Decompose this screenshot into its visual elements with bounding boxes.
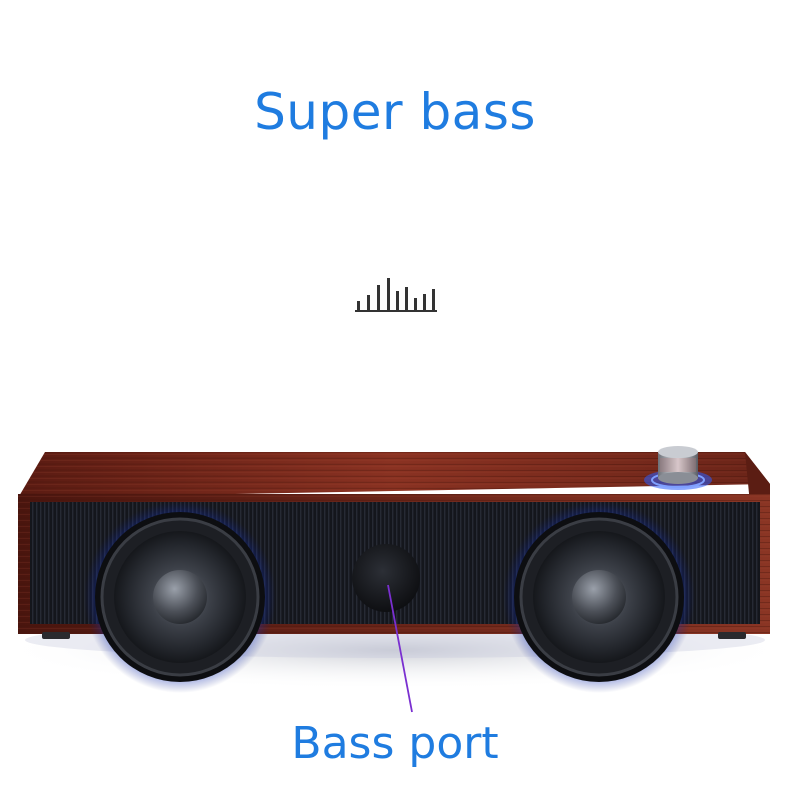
volume-knob (644, 446, 712, 490)
equalizer-bars-icon (355, 278, 437, 312)
left-woofer (84, 501, 276, 693)
bass-port-label: Bass port (291, 718, 499, 769)
bass-port-callout-line (387, 584, 413, 713)
headline: Super bass (254, 83, 536, 141)
bass-port (352, 544, 420, 612)
right-woofer (503, 501, 695, 693)
